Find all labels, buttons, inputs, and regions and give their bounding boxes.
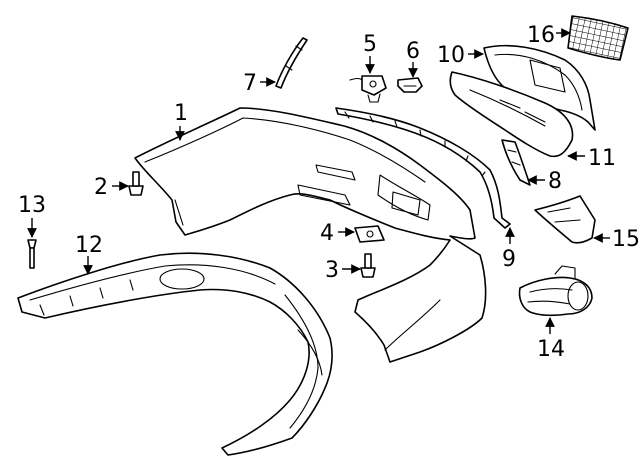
clip-part — [397, 77, 423, 93]
callout-4: 4 — [320, 221, 334, 246]
leader-lines — [27, 28, 610, 334]
push-pin-part — [27, 239, 37, 269]
lower-diffuser-part — [17, 252, 333, 456]
callout-5: 5 — [363, 32, 377, 57]
bolt-part — [128, 171, 144, 196]
callout-9: 9 — [502, 247, 516, 272]
nut-part — [354, 225, 385, 243]
callout-3: 3 — [325, 258, 339, 283]
lower-bracket-part — [534, 195, 596, 244]
bracket-part — [275, 37, 308, 89]
callout-10: 10 — [437, 43, 465, 68]
sensor-part — [349, 75, 387, 103]
callout-11: 11 — [588, 146, 616, 171]
callout-14: 14 — [537, 337, 565, 362]
duct-part — [518, 265, 593, 317]
callout-labels: 1 2 3 4 5 6 7 8 9 10 11 12 13 14 15 16 — [18, 23, 640, 362]
callout-2: 2 — [94, 175, 108, 200]
callout-1: 1 — [174, 101, 188, 126]
screw-part — [360, 253, 376, 278]
trim-strip-part — [335, 107, 511, 229]
mesh-grille-part — [567, 15, 629, 61]
callout-12: 12 — [75, 233, 103, 258]
bumper-cover-part — [134, 107, 487, 363]
callout-8: 8 — [548, 169, 562, 194]
reinforcement-part — [449, 71, 574, 158]
callout-13: 13 — [18, 193, 46, 218]
callout-7: 7 — [243, 71, 257, 96]
callout-15: 15 — [612, 227, 640, 252]
callout-16: 16 — [527, 23, 555, 48]
callout-6: 6 — [406, 39, 420, 64]
side-panel-part — [501, 139, 531, 186]
